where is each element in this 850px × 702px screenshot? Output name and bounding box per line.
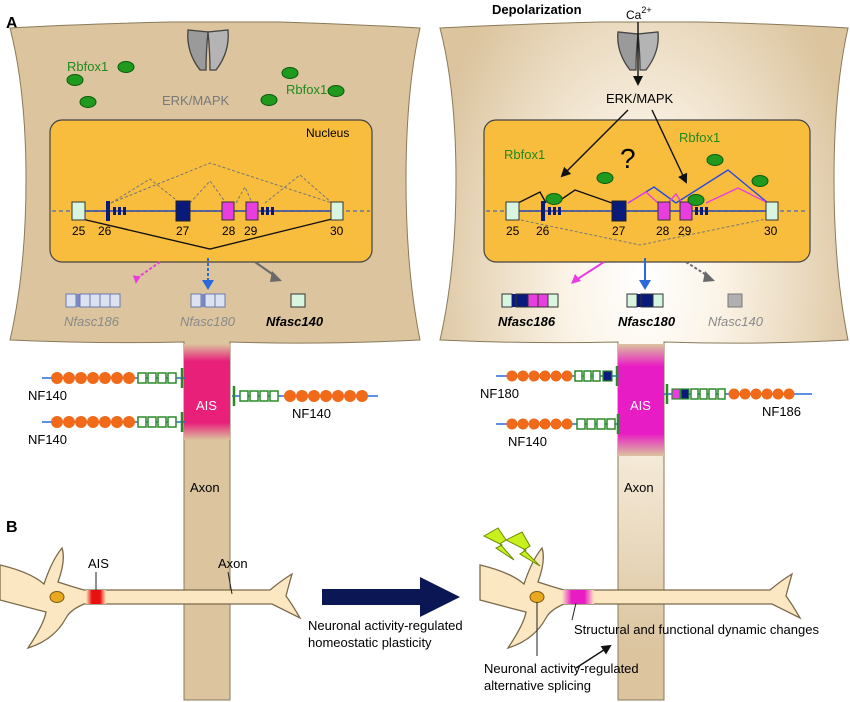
- rbfox-bound: [687, 194, 705, 206]
- isoform-180-box-right: [626, 293, 664, 308]
- exon-num: 29: [678, 224, 692, 238]
- rbfox-dot: [66, 74, 84, 86]
- exon-num: 29: [244, 224, 258, 238]
- erk-arrow: [560, 109, 629, 178]
- exon-num: 28: [656, 224, 670, 238]
- rbfox-bound: [545, 193, 563, 205]
- panel-b-label: B: [6, 519, 18, 536]
- arrow-label-1: Neuronal activity-regulated: [308, 618, 463, 633]
- nf140-protein: [496, 414, 620, 434]
- exon-num: 25: [506, 224, 520, 238]
- nucleus-label: Nucleus: [306, 126, 349, 140]
- right-ion-channel: [617, 31, 659, 71]
- feedback-arrow: [575, 644, 612, 669]
- isoform-140-box-right: [727, 293, 743, 308]
- rbfox-dot: [281, 67, 299, 79]
- protein-label: NF140: [28, 388, 67, 403]
- protein-label: NF186: [762, 404, 801, 419]
- exon-num: 28: [222, 224, 236, 238]
- isoform-label: Nfasc140: [708, 314, 764, 329]
- axon-label: Axon: [190, 480, 220, 495]
- rbfox-dot: [79, 96, 97, 108]
- protein-label: NF140: [292, 406, 331, 421]
- isoform-label: Nfasc180: [180, 314, 236, 329]
- rbfox-dot: [751, 175, 769, 187]
- exon-28: [221, 201, 235, 221]
- nf180-protein: [496, 366, 620, 386]
- exon-28: [657, 201, 671, 221]
- rbfox-label-4: Rbfox1: [679, 130, 720, 145]
- isoform-186-box: [65, 293, 121, 308]
- rbfox-label-3: Rbfox1: [504, 147, 545, 162]
- rbfox-label-2: Rbfox1: [286, 82, 327, 97]
- changes-label: Structural and functional dynamic change…: [574, 622, 819, 637]
- axon-label: Axon: [624, 480, 654, 495]
- question-mark: ?: [620, 143, 636, 174]
- exon-30: [765, 201, 779, 221]
- rbfox-label-1: Rbfox1: [67, 59, 108, 74]
- nf186-protein: [664, 384, 812, 404]
- axon-label-b: Axon: [218, 556, 248, 571]
- isoform-180-box: [190, 293, 226, 308]
- depolarization-label: Depolarization: [492, 2, 582, 17]
- exon-29: [679, 201, 693, 221]
- lightning-icon: [504, 531, 541, 567]
- exon-num: 25: [72, 224, 86, 238]
- exon-25: [71, 201, 86, 221]
- exon-30: [330, 201, 344, 221]
- big-arrow: [322, 577, 460, 617]
- exon-num: 26: [98, 224, 112, 238]
- exon-26: [106, 201, 110, 221]
- rbfox-dot: [260, 94, 278, 106]
- ais-left: [184, 344, 230, 440]
- ais-right: [618, 344, 664, 456]
- isoform-label: Nfasc186: [64, 314, 120, 329]
- isoform-label: Nfasc180: [618, 314, 676, 329]
- erk-arrow: [651, 109, 688, 184]
- exon-27: [611, 200, 627, 222]
- nucleus: [49, 119, 373, 263]
- left-ion-channel: [187, 29, 229, 71]
- ais-label: AIS: [196, 398, 217, 413]
- exon-num: 30: [764, 224, 778, 238]
- exon-num: 26: [536, 224, 550, 238]
- isoform-186-box-right: [501, 293, 559, 308]
- exon-26: [541, 201, 545, 221]
- isoform-label: Nfasc186: [498, 314, 556, 329]
- nf140-protein: [42, 368, 186, 388]
- exon-num: 27: [612, 224, 626, 238]
- splicing-label-2: alternative splicing: [484, 678, 591, 693]
- arrow-label-2: homeostatic plasticity: [308, 635, 432, 650]
- isoform-140-box: [290, 293, 306, 308]
- ais-label: AIS: [630, 398, 651, 413]
- splicing-label-1: Neuronal activity-regulated: [484, 661, 639, 676]
- rbfox-dot: [327, 85, 345, 97]
- lightning-icon: [482, 527, 515, 561]
- nf140-protein: [42, 412, 186, 432]
- exon-num: 30: [330, 224, 344, 238]
- erk-label-right: ERK/MAPK: [606, 91, 674, 106]
- exon-27: [175, 200, 191, 222]
- ais-label-b: AIS: [88, 556, 109, 571]
- exon-25: [505, 201, 520, 221]
- neuron-before: [0, 546, 302, 650]
- protein-label: NF180: [480, 386, 519, 401]
- calcium-label: Ca2+: [626, 5, 652, 22]
- rbfox-dot: [117, 61, 135, 73]
- erk-label: ERK/MAPK: [162, 93, 230, 108]
- protein-label: NF140: [28, 432, 67, 447]
- rbfox-dot: [706, 154, 724, 166]
- exon-29: [245, 201, 259, 221]
- exon-num: 27: [176, 224, 190, 238]
- isoform-label: Nfasc140: [266, 314, 324, 329]
- protein-label: NF140: [508, 434, 547, 449]
- rbfox-dot: [596, 172, 614, 184]
- nf140-protein: [232, 386, 378, 406]
- neuron-after: [479, 546, 802, 650]
